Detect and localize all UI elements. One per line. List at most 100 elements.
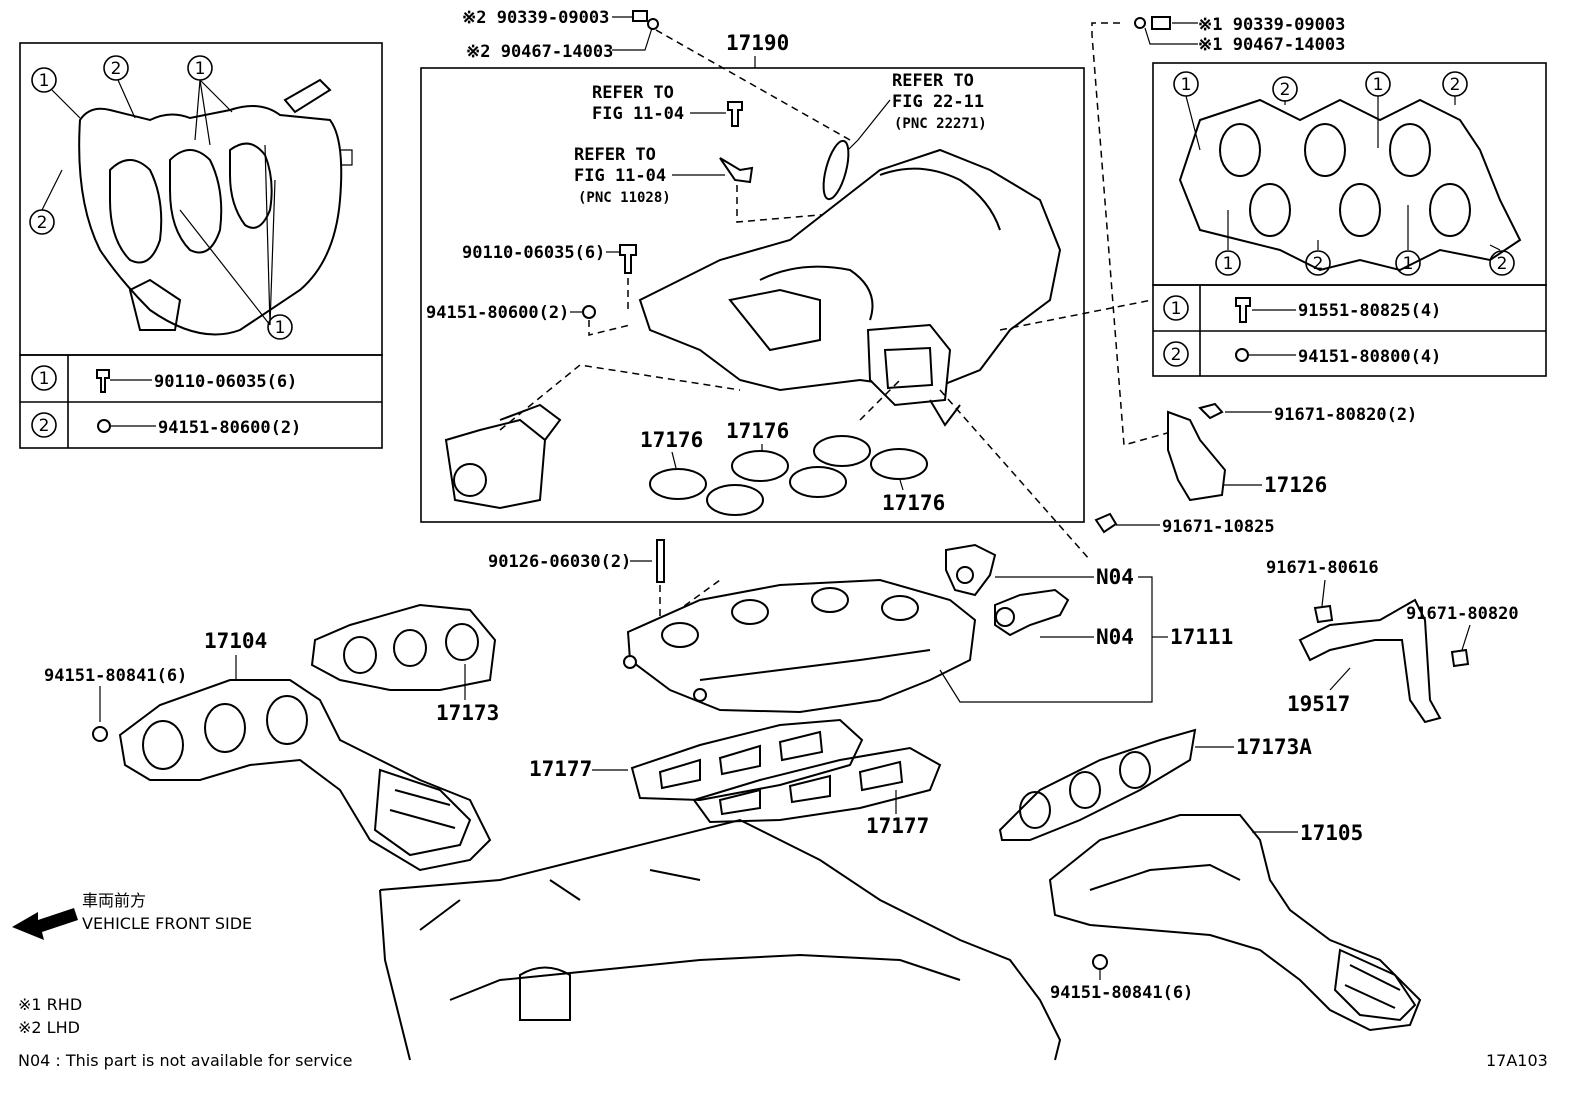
svg-text:1: 1 — [1171, 299, 1182, 319]
svg-text:2: 2 — [1313, 254, 1324, 274]
right-table: 1 91551-80825(4) 2 94151-80800(4) — [1152, 284, 1547, 377]
label-17177: 17177 — [866, 814, 929, 838]
label-17111: 17111 — [1170, 625, 1233, 649]
left-manifold-pipe — [283, 78, 332, 114]
lower-manifold-outline — [1178, 98, 1522, 272]
right-table-row: 2 94151-80800(4) — [1163, 341, 1441, 367]
label-front-en: VEHICLE FRONT SIDE — [82, 914, 252, 933]
nut-icon — [92, 726, 108, 742]
right-inset-frame — [1152, 62, 1547, 286]
bracket-19517-shape — [1298, 598, 1442, 724]
left-manifold-runner — [169, 149, 223, 254]
label-91671-80820: 91671-80820 — [1406, 604, 1519, 624]
exhaust-manifold-17105-shape — [1048, 814, 1422, 1032]
gasket-17176 — [706, 484, 764, 516]
svg-text:FIG 11-04: FIG 11-04 — [592, 104, 684, 124]
label-n04: N04 — [1096, 565, 1134, 589]
exhaust-manifold-17104: 17104 94151-80841(6) — [44, 629, 492, 872]
gasket-17176 — [813, 435, 871, 467]
intake-group-17190: 17190 ※2 90339-09003 ※2 90467-14003 REFE… — [420, 8, 1085, 523]
callout-1: 1 — [31, 67, 57, 93]
svg-text:1: 1 — [39, 369, 50, 389]
right-table-row: 1 91551-80825(4) — [1163, 295, 1441, 323]
label-19517: 19517 — [1287, 692, 1350, 716]
exhaust-manifold-17104-shape — [118, 679, 492, 872]
figure-code: 17A103 — [1486, 1051, 1548, 1070]
bolt-91671-10825: 91671-10825 — [1094, 512, 1275, 537]
note-n04: N04 : This part is not available for ser… — [18, 1051, 352, 1070]
label-17176: 17176 — [726, 419, 789, 443]
callout-2: 2 — [29, 209, 55, 235]
label-94151-80841: 94151-80841(6) — [1050, 983, 1193, 1003]
label-90339-rhd: ※1 90339-09003 — [1198, 15, 1345, 35]
label-91671-80616: 91671-80616 — [1266, 558, 1379, 578]
rhd-vacuum-parts: ※1 90339-09003 ※1 90467-14003 — [1091, 15, 1345, 446]
svg-text:1: 1 — [39, 71, 50, 91]
svg-text:2: 2 — [39, 416, 50, 436]
gasket-17173a: 17173A — [998, 728, 1312, 841]
bolt-icon — [96, 369, 110, 393]
gaskets-17177: 17177 17177 — [529, 718, 942, 838]
bolt-icon — [1313, 604, 1334, 624]
left-manifold-throttle — [128, 278, 182, 331]
callout-1: 1 — [187, 55, 213, 81]
gasket-icon — [822, 139, 850, 201]
svg-text:REFER TO: REFER TO — [892, 71, 974, 91]
svg-text:94151-80600(2): 94151-80600(2) — [158, 418, 301, 438]
left-table: 1 90110-06035(6) 2 94151-80600(2) — [19, 354, 383, 449]
nut-icon — [97, 419, 111, 433]
nut-icon — [1092, 954, 1108, 970]
gasket-17176 — [731, 450, 789, 482]
svg-text:(PNC 22271): (PNC 22271) — [894, 116, 987, 132]
label-17105: 17105 — [1300, 821, 1363, 845]
left-manifold-tab — [340, 149, 353, 166]
label-94151-80841: 94151-80841(6) — [44, 666, 187, 686]
callout-1: 1 — [267, 314, 293, 340]
svg-text:1: 1 — [1373, 75, 1384, 95]
left-table-row: 1 90110-06035(6) — [31, 365, 297, 393]
valve-n04 — [994, 588, 1070, 637]
lower-intake-manifold: 90126-06030(2) — [488, 539, 977, 714]
left-table-row: 2 94151-80600(2) — [31, 412, 301, 438]
label-91671-80820: 91671-80820(2) — [1274, 405, 1417, 425]
svg-text:2: 2 — [1497, 254, 1508, 274]
bolt-icon — [619, 244, 637, 274]
label-94151-80600: 94151-80600(2) — [426, 303, 569, 323]
label-17177: 17177 — [529, 757, 592, 781]
vehicle-front-indicator: 車両前方 VEHICLE FRONT SIDE — [12, 891, 252, 940]
svg-text:2: 2 — [37, 213, 48, 233]
label-90126: 90126-06030(2) — [488, 552, 631, 572]
bolt-icon — [1198, 402, 1224, 420]
svg-text:(PNC 11028): (PNC 11028) — [578, 190, 671, 206]
note-lhd: ※2 LHD — [18, 1018, 80, 1037]
nut-icon — [582, 305, 596, 319]
svg-text:94151-80800(4): 94151-80800(4) — [1298, 347, 1441, 367]
callout-2: 2 — [1305, 250, 1331, 276]
label-17126: 17126 — [1264, 473, 1327, 497]
gasket-17177-shape — [692, 746, 942, 824]
label-90467-lhd: ※2 90467-14003 — [466, 42, 613, 62]
svg-text:2: 2 — [111, 59, 122, 79]
gasket-17176 — [870, 448, 928, 480]
callout-2: 2 — [1442, 71, 1468, 97]
bracket-icon — [719, 157, 754, 184]
cap-icon — [1151, 16, 1171, 30]
bracket-17126-shape — [1167, 410, 1227, 502]
n04-parts: N04 N04 17111 — [939, 543, 1233, 703]
label-17190: 17190 — [726, 31, 789, 55]
label-91671-10825: 91671-10825 — [1162, 517, 1275, 537]
note-rhd: ※1 RHD — [18, 995, 82, 1014]
front-arrow-icon — [12, 908, 78, 940]
callout-2: 2 — [1489, 250, 1515, 276]
svg-text:REFER TO: REFER TO — [592, 83, 674, 103]
exhaust-manifold-17105: 17105 94151-80841(6) — [1048, 814, 1422, 1032]
egr-port — [866, 323, 952, 407]
throttle-body — [444, 418, 547, 510]
label-17104: 17104 — [204, 629, 267, 653]
callout-1: 1 — [1365, 71, 1391, 97]
gasket-icon — [647, 18, 659, 30]
engine-block — [379, 818, 1062, 1061]
gasket-17176 — [789, 466, 847, 498]
bolt-icon — [1235, 297, 1251, 323]
